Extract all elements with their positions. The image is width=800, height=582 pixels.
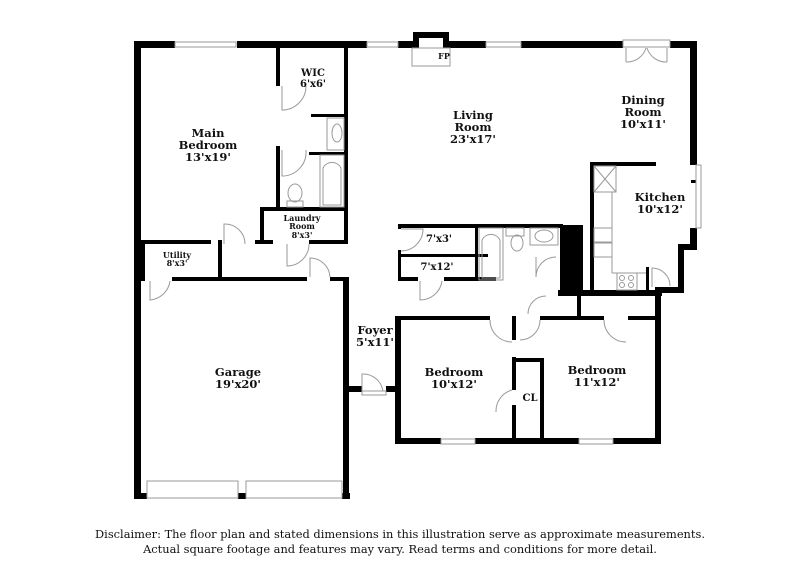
fireplace bbox=[411, 47, 451, 67]
disclaimer: Disclaimer: The floor plan and stated di… bbox=[0, 527, 800, 557]
entry-threshold bbox=[361, 390, 387, 396]
kitchen-fixtures bbox=[593, 165, 646, 291]
room-name: Laundry bbox=[283, 213, 321, 223]
room-name: Garage bbox=[214, 365, 262, 379]
room-name: Room bbox=[454, 120, 492, 135]
room-dimensions: 10'x12' bbox=[637, 202, 683, 217]
room-name: Dining bbox=[621, 93, 665, 107]
room-name: Room bbox=[289, 221, 315, 232]
room-label-kitchen: Kitchen 10'x12' bbox=[635, 191, 686, 215]
room-dimensions: 6'x6' bbox=[299, 78, 327, 90]
room-label-closet-cl: CL bbox=[522, 393, 538, 405]
room-name: Bedroom bbox=[178, 138, 238, 153]
fireplace-label: FP bbox=[438, 51, 450, 61]
room-label-garage: Garage 19'x20' bbox=[215, 366, 261, 390]
fireplace-text: FP bbox=[438, 51, 450, 61]
room-name: Living bbox=[453, 108, 493, 122]
room-label-closet-7x3: 7'x3' bbox=[425, 234, 453, 246]
room-dimensions: 7'x3' bbox=[425, 234, 453, 245]
room-dimensions: 23'x17' bbox=[450, 132, 496, 147]
room-name: Room bbox=[624, 105, 662, 120]
room-dimensions: 10'x12' bbox=[431, 377, 477, 392]
disclaimer-line-1: Disclaimer: The floor plan and stated di… bbox=[95, 527, 705, 541]
room-dimensions: 5'x11' bbox=[356, 335, 394, 350]
room-dimensions: 8'x3' bbox=[166, 258, 188, 269]
room-dimensions: 7'x12' bbox=[420, 262, 454, 273]
room-label-main-bedroom: Main Bedroom 13'x19' bbox=[179, 127, 238, 163]
bath-fixtures bbox=[286, 117, 559, 281]
room-dimensions: 11'x12' bbox=[574, 375, 620, 390]
room-label-utility: Utility 8'x3' bbox=[163, 251, 191, 268]
room-label-dining-room: Dining Room 10'x11' bbox=[620, 94, 666, 130]
room-label-foyer: Foyer 5'x11' bbox=[356, 324, 394, 348]
windows bbox=[146, 41, 702, 499]
room-label-living-room: Living Room 23'x17' bbox=[450, 109, 496, 145]
room-name: Main bbox=[191, 126, 225, 140]
interior-walls bbox=[141, 41, 662, 442]
room-name: Foyer bbox=[357, 323, 393, 337]
exterior-walls bbox=[134, 32, 697, 499]
room-name: WIC bbox=[301, 68, 325, 79]
room-name: CL bbox=[522, 393, 538, 404]
door-swings bbox=[149, 85, 671, 413]
room-dimensions: 10'x11' bbox=[620, 117, 666, 132]
room-label-laundry-room: Laundry Room 8'x3' bbox=[283, 213, 321, 240]
dining-french-doors bbox=[622, 39, 671, 63]
room-dimensions: 8'x3' bbox=[291, 229, 313, 240]
room-label-wic: WIC 6'x6' bbox=[299, 68, 327, 90]
room-label-bedroom-3: Bedroom 11'x12' bbox=[568, 364, 627, 388]
disclaimer-line-2: Actual square footage and features may v… bbox=[143, 542, 657, 556]
room-name: Utility bbox=[162, 250, 192, 260]
room-name: Kitchen bbox=[634, 190, 686, 204]
room-label-closet-7x12: 7'x12' bbox=[420, 262, 454, 274]
room-name: Bedroom bbox=[567, 363, 627, 377]
room-name: Bedroom bbox=[424, 365, 484, 379]
room-dimensions: 13'x19' bbox=[185, 150, 231, 165]
room-label-bedroom-2: Bedroom 10'x12' bbox=[425, 366, 484, 390]
room-dimensions: 19'x20' bbox=[215, 377, 261, 392]
